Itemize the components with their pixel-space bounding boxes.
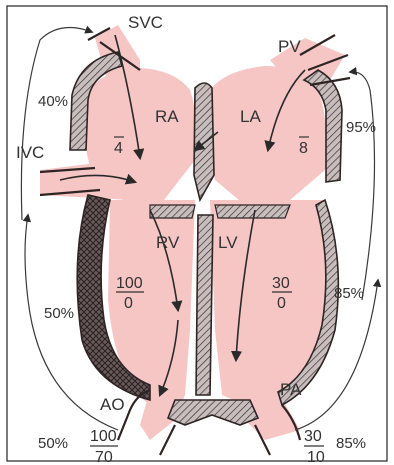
label-rv: RV bbox=[156, 233, 180, 252]
pa-systolic: 30 bbox=[304, 428, 322, 445]
rv-diastolic: 0 bbox=[124, 295, 133, 312]
ao-diastolic: 70 bbox=[95, 449, 113, 465]
ra-pressure: 4 bbox=[114, 140, 123, 157]
label-svc: SVC bbox=[128, 13, 163, 32]
ao-systolic: 100 bbox=[90, 428, 117, 445]
sat-lv-outflow: 85% bbox=[334, 285, 364, 302]
la-pressure: 8 bbox=[299, 140, 308, 157]
sat-pv: 95% bbox=[346, 119, 376, 136]
pa-diastolic: 10 bbox=[307, 449, 325, 465]
sat-rv-outflow: 50% bbox=[44, 305, 74, 322]
lv-diastolic: 0 bbox=[277, 295, 286, 312]
label-la: LA bbox=[240, 107, 261, 126]
label-ao: AO bbox=[100, 395, 125, 414]
label-ra: RA bbox=[155, 107, 179, 126]
label-lv: LV bbox=[218, 233, 238, 252]
label-pa: PA bbox=[280, 380, 302, 399]
lv-systolic: 30 bbox=[272, 275, 290, 292]
rv-systolic: 100 bbox=[116, 275, 143, 292]
label-ivc: IVC bbox=[16, 143, 44, 162]
label-pv: PV bbox=[278, 37, 301, 56]
sat-pa: 85% bbox=[336, 435, 366, 452]
sat-ao: 50% bbox=[38, 435, 68, 452]
sat-svc-ivc: 40% bbox=[38, 93, 68, 110]
